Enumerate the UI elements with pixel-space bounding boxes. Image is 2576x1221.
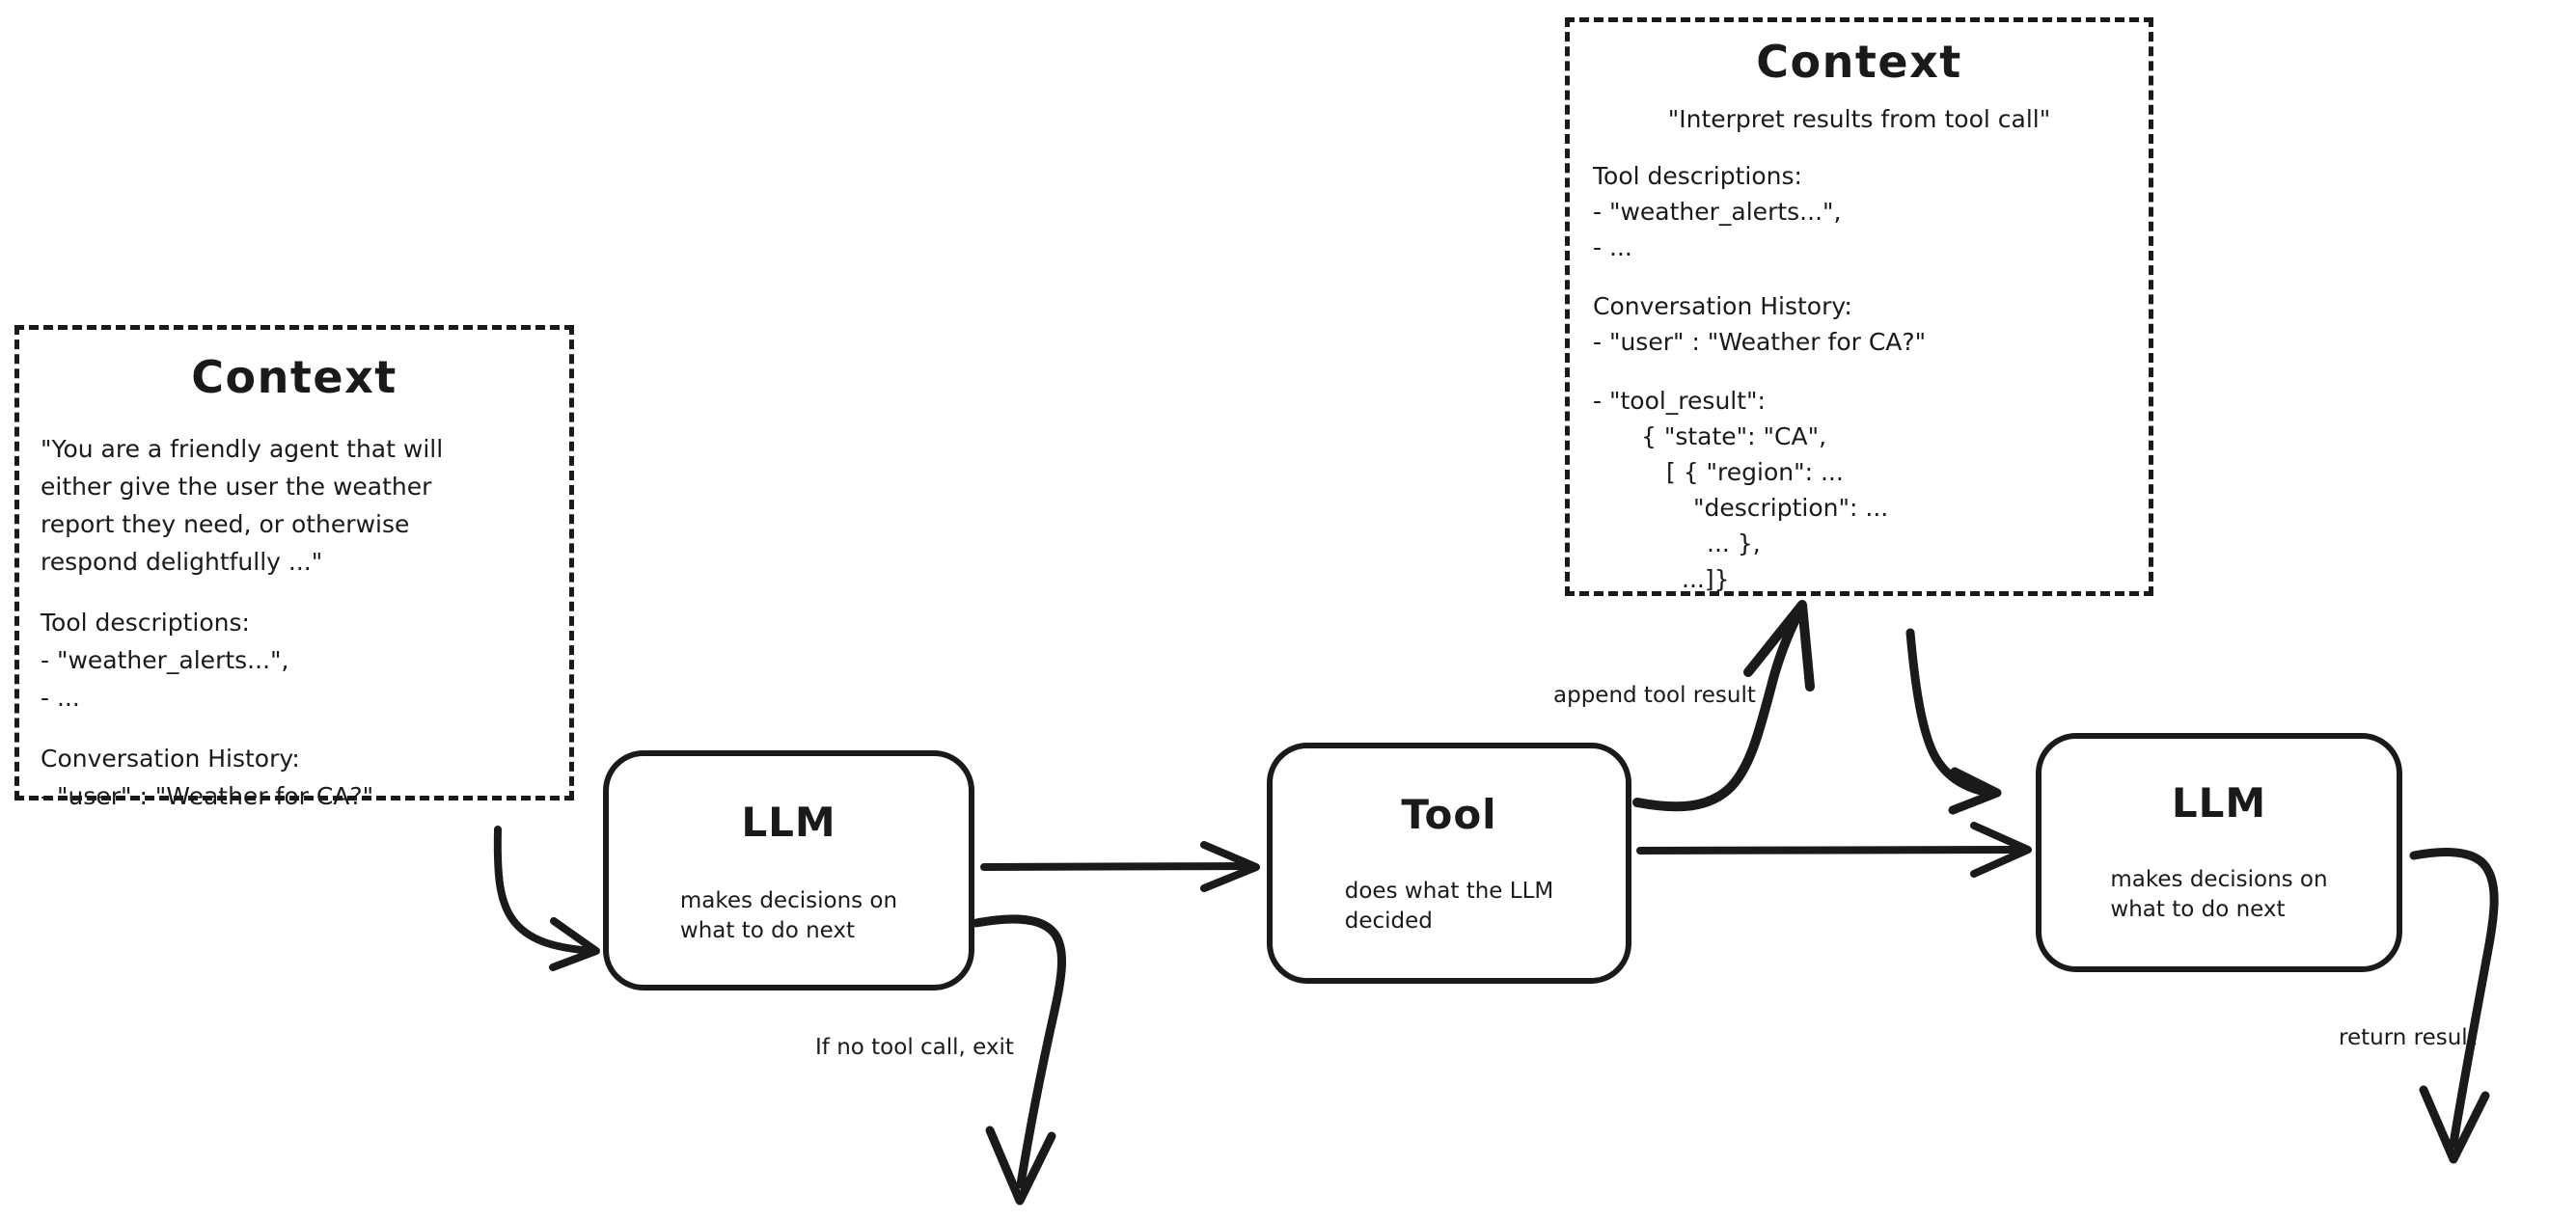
arrow-context-to-llm-2 bbox=[1905, 628, 2002, 815]
context-left-conversation-item-1: - "user" : "Weather for CA?" bbox=[41, 781, 374, 810]
context-left-body: "You are a friendly agent that will eith… bbox=[41, 430, 569, 815]
context-right-subtitle: "Interpret results from tool call" bbox=[1667, 105, 2051, 133]
context-left-tools-header: Tool descriptions: bbox=[41, 608, 250, 637]
edge-label-exit: If no tool call, exit bbox=[815, 1035, 1014, 1060]
arrow-return-result bbox=[2409, 848, 2499, 1164]
spacer bbox=[1593, 360, 2149, 383]
context-right-tool-result-line-1: { "state": "CA", bbox=[1641, 421, 1827, 450]
spacer bbox=[41, 581, 569, 604]
context-right-tool-result-line-3: "description": ... bbox=[1693, 493, 1889, 522]
context-left-tools-item-1: - "weather_alerts...", bbox=[41, 645, 289, 674]
node-tool-title: Tool bbox=[1401, 791, 1497, 838]
edge-label-append-tool-result: append tool result bbox=[1553, 683, 1756, 708]
arrow-llm-to-tool bbox=[980, 841, 1260, 892]
context-box-left: Context "You are a friendly agent that w… bbox=[14, 325, 574, 810]
context-right-tools-item-2: - ... bbox=[1593, 233, 1632, 261]
context-right-title: Context bbox=[1756, 36, 1962, 88]
context-left-system-prompt: "You are a friendly agent that will eith… bbox=[41, 435, 444, 576]
node-llm-second-subtitle: makes decisions on what to do next bbox=[2110, 867, 2328, 922]
context-right-tools-header: Tool descriptions: bbox=[1593, 162, 1802, 190]
arrow-context-to-llm bbox=[493, 826, 600, 971]
spacer bbox=[1593, 265, 2149, 288]
context-right-tool-result-line-4: ... }, bbox=[1707, 529, 1761, 557]
context-right-tool-result-line-5: ...]} bbox=[1682, 564, 1730, 593]
context-left-title: Context bbox=[191, 351, 397, 403]
node-llm-second[interactable]: LLM makes decisions on what to do next bbox=[2036, 733, 2402, 972]
spacer bbox=[41, 717, 569, 740]
context-right-conversation-item-1: - "user" : "Weather for CA?" bbox=[1593, 327, 1927, 356]
node-llm-second-title: LLM bbox=[2171, 779, 2267, 827]
node-llm-first-title: LLM bbox=[741, 799, 836, 846]
arrow-tool-to-llm-2 bbox=[1636, 822, 2032, 878]
node-llm-first[interactable]: LLM makes decisions on what to do next bbox=[603, 750, 974, 990]
node-tool[interactable]: Tool does what the LLM decided bbox=[1267, 743, 1631, 984]
context-left-conversation-header: Conversation History: bbox=[41, 744, 300, 773]
edge-label-return-result: return result bbox=[2339, 1025, 2477, 1050]
context-right-tool-result-line-2: [ { "region": ... bbox=[1666, 457, 1844, 486]
context-right-body: Tool descriptions: - "weather_alerts..."… bbox=[1593, 158, 2149, 597]
node-tool-subtitle: does what the LLM decided bbox=[1344, 879, 1554, 934]
context-right-tool-result-label: - "tool_result": bbox=[1593, 386, 1766, 415]
context-right-conversation-header: Conversation History: bbox=[1593, 291, 1852, 320]
context-right-tools-item-1: - "weather_alerts...", bbox=[1593, 198, 1842, 226]
context-box-right: Context "Interpret results from tool cal… bbox=[1565, 17, 2153, 596]
node-llm-first-subtitle: makes decisions on what to do next bbox=[679, 888, 898, 943]
context-left-tools-item-2: - ... bbox=[41, 683, 80, 712]
